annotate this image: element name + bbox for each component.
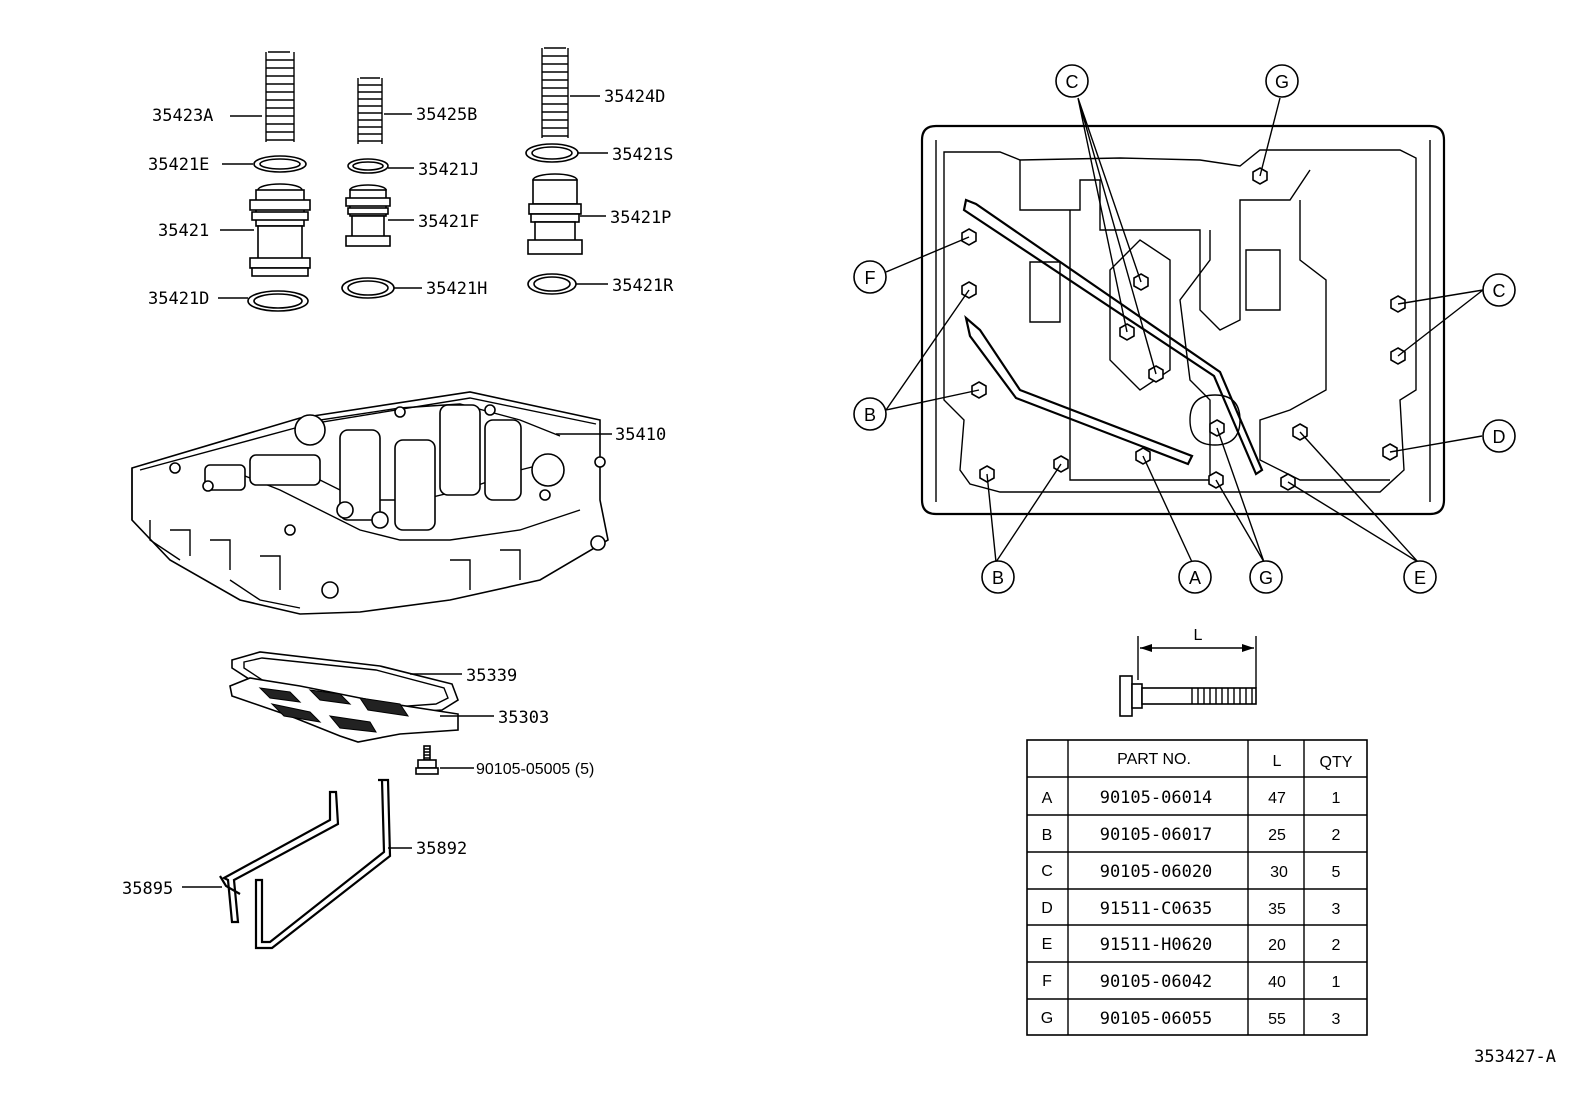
bolt-spec-table: PART NO. L QTY A 90105-06014 47 1 B 9010…: [1026, 739, 1368, 1036]
svg-text:D: D: [1493, 427, 1506, 447]
label-35421h: 35421H: [426, 279, 487, 299]
row-g-key: G: [1041, 1010, 1053, 1027]
svg-text:B: B: [992, 568, 1004, 588]
row-g-part: 90105-06055: [1100, 1009, 1213, 1029]
callout-b-bottom: B: [981, 560, 1015, 594]
label-35421p: 35421P: [610, 208, 671, 228]
label-35421: 35421: [158, 221, 209, 241]
label-35421s: 35421S: [612, 145, 673, 165]
row-c-part: 90105-06020: [1100, 862, 1213, 882]
dimension-l-label: L: [1194, 627, 1203, 644]
row-c-qty: 5: [1332, 864, 1341, 881]
row-e-part: 91511-H0620: [1100, 935, 1213, 955]
row-c-key: C: [1041, 863, 1053, 880]
label-35421d: 35421D: [148, 289, 209, 309]
sleeve-35421f: [345, 184, 391, 247]
row-g-length: 55: [1268, 1011, 1286, 1028]
row-g-qty: 3: [1332, 1011, 1341, 1028]
row-a-part: 90105-06014: [1100, 788, 1213, 808]
label-35424d: 35424D: [604, 87, 665, 107]
svg-text:A: A: [1189, 568, 1201, 588]
row-f-length: 40: [1268, 974, 1286, 991]
label-35410: 35410: [615, 425, 666, 445]
label-35421j: 35421J: [418, 160, 479, 180]
row-e-key: E: [1042, 936, 1053, 953]
row-d-part: 91511-C0635: [1100, 899, 1213, 919]
row-d-key: D: [1041, 900, 1053, 917]
header-l: L: [1273, 753, 1282, 770]
label-35423a: 35423A: [152, 106, 213, 126]
sleeve-35421p: [527, 173, 583, 255]
callout-c-right: C: [1482, 273, 1516, 307]
row-b-key: B: [1042, 827, 1053, 844]
row-f-key: F: [1042, 973, 1052, 990]
callout-f: F: [853, 260, 887, 294]
label-35339: 35339: [466, 666, 517, 686]
label-90105-05005: 90105-05005 (5): [476, 761, 594, 778]
callout-d: D: [1482, 419, 1516, 453]
row-a-key: A: [1042, 790, 1053, 807]
svg-text:F: F: [865, 268, 876, 288]
row-b-qty: 2: [1332, 827, 1341, 844]
callout-leaders: [885, 97, 1484, 563]
callout-b-left: B: [853, 397, 887, 431]
callout-a: A: [1178, 560, 1212, 594]
diagram-id: 353427-A: [1474, 1047, 1556, 1067]
row-a-qty: 1: [1332, 790, 1341, 807]
callout-g-top: G: [1265, 64, 1299, 98]
row-d-qty: 3: [1332, 901, 1341, 918]
label-35425b: 35425B: [416, 105, 477, 125]
header-qty: QTY: [1320, 754, 1353, 771]
sleeve-35421: [249, 183, 311, 277]
row-d-length: 35: [1268, 901, 1286, 918]
row-a-length: 47: [1268, 790, 1286, 807]
svg-text:C: C: [1493, 281, 1506, 301]
label-35892: 35892: [416, 839, 467, 859]
strainer-35303: [229, 677, 459, 743]
tube-35892: [254, 778, 392, 950]
svg-text:B: B: [864, 405, 876, 425]
valve-body-plan-view: [920, 124, 1446, 516]
row-f-part: 90105-06042: [1100, 972, 1213, 992]
tube-35895: [219, 790, 340, 924]
bolt-90105-05005: [415, 745, 439, 775]
header-part-no: PART NO.: [1117, 751, 1191, 768]
callout-g-bottom: G: [1249, 560, 1283, 594]
svg-text:G: G: [1275, 72, 1289, 92]
svg-text:G: G: [1259, 568, 1273, 588]
spring-35424d: [541, 47, 569, 138]
callout-c-top: C: [1055, 64, 1089, 98]
callout-e: E: [1403, 560, 1437, 594]
label-35421f: 35421F: [418, 212, 479, 232]
row-e-length: 20: [1268, 937, 1286, 954]
spring-35423a: [265, 51, 295, 142]
svg-text:E: E: [1414, 568, 1426, 588]
row-e-qty: 2: [1332, 937, 1341, 954]
row-b-length: 25: [1268, 827, 1286, 844]
label-35421r: 35421R: [612, 276, 674, 296]
row-b-part: 90105-06017: [1100, 825, 1213, 845]
label-35421e: 35421E: [148, 155, 209, 175]
row-f-qty: 1: [1332, 974, 1341, 991]
spring-35425b: [357, 77, 383, 144]
label-35303: 35303: [498, 708, 549, 728]
svg-text:C: C: [1066, 72, 1079, 92]
valve-body-35410: [131, 391, 609, 615]
bolt-length-sketch: L: [1119, 627, 1257, 717]
row-c-length: 30: [1270, 864, 1288, 881]
label-35895: 35895: [122, 879, 173, 899]
